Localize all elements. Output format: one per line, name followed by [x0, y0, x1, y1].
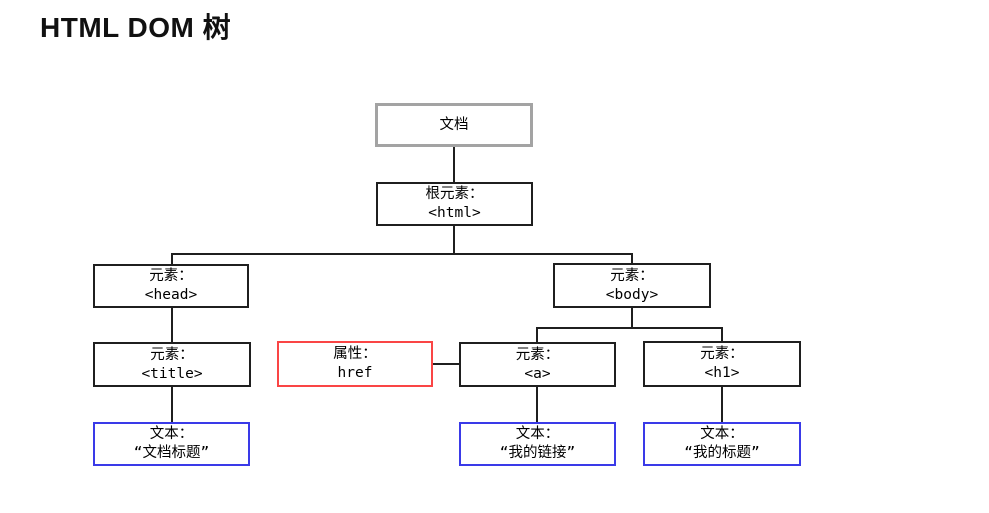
node-element-head: 元素： <head> — [93, 264, 249, 308]
node-value: “我的链接” — [499, 445, 576, 461]
connector-html-children-bar — [171, 253, 633, 255]
connector-html-stub — [453, 226, 455, 254]
node-element-title: 元素： <title> — [93, 342, 251, 387]
connector-a-text — [536, 387, 538, 422]
node-value: “我的标题” — [684, 445, 760, 461]
connector-document-html — [453, 147, 455, 182]
connector-h1-drop — [721, 327, 723, 341]
connector-head-title — [171, 308, 173, 342]
node-tag: <head> — [144, 287, 198, 303]
node-label: 元素： — [700, 346, 744, 362]
node-document-label: 文档 — [439, 116, 469, 133]
node-label: 元素： — [515, 346, 560, 363]
node-value: href — [337, 365, 373, 381]
node-label: 元素： — [610, 267, 654, 284]
page-title: HTML DOM 树 — [40, 12, 232, 43]
node-element-h1: 元素： <h1> — [643, 341, 801, 387]
node-label: 元素： — [150, 346, 194, 363]
node-text-document-title: 文本： “文档标题” — [93, 422, 250, 466]
connector-head-drop — [171, 253, 173, 264]
node-element-a: 元素： <a> — [459, 342, 616, 387]
node-value: “文档标题” — [133, 445, 210, 461]
node-document: 文档 — [375, 103, 533, 147]
node-element-body: 元素： <body> — [553, 263, 711, 308]
node-tag: <a> — [524, 365, 551, 382]
node-tag: <body> — [605, 286, 659, 303]
node-tag: <title> — [141, 365, 203, 382]
connector-body-drop — [631, 253, 633, 263]
node-label: 根元素： — [425, 186, 484, 202]
connector-body-children-bar — [536, 327, 723, 329]
node-label: 元素： — [149, 268, 193, 284]
node-label: 文本： — [515, 426, 560, 442]
node-text-my-link: 文本： “我的链接” — [459, 422, 616, 466]
node-label: 文本： — [149, 426, 194, 442]
connector-attr-a — [432, 363, 459, 365]
node-label: 属性： — [333, 346, 377, 362]
node-root-element-html: 根元素： <html> — [376, 182, 533, 226]
node-text-my-heading: 文本： “我的标题” — [643, 422, 801, 466]
node-tag: <h1> — [704, 365, 740, 381]
connector-title-text — [171, 387, 173, 422]
connector-body-stub — [631, 308, 633, 328]
node-attribute-href: 属性： href — [277, 341, 433, 387]
node-tag: <html> — [428, 205, 481, 221]
connector-a-drop — [536, 327, 538, 342]
node-label: 文本： — [700, 426, 744, 442]
connector-h1-text — [721, 387, 723, 422]
